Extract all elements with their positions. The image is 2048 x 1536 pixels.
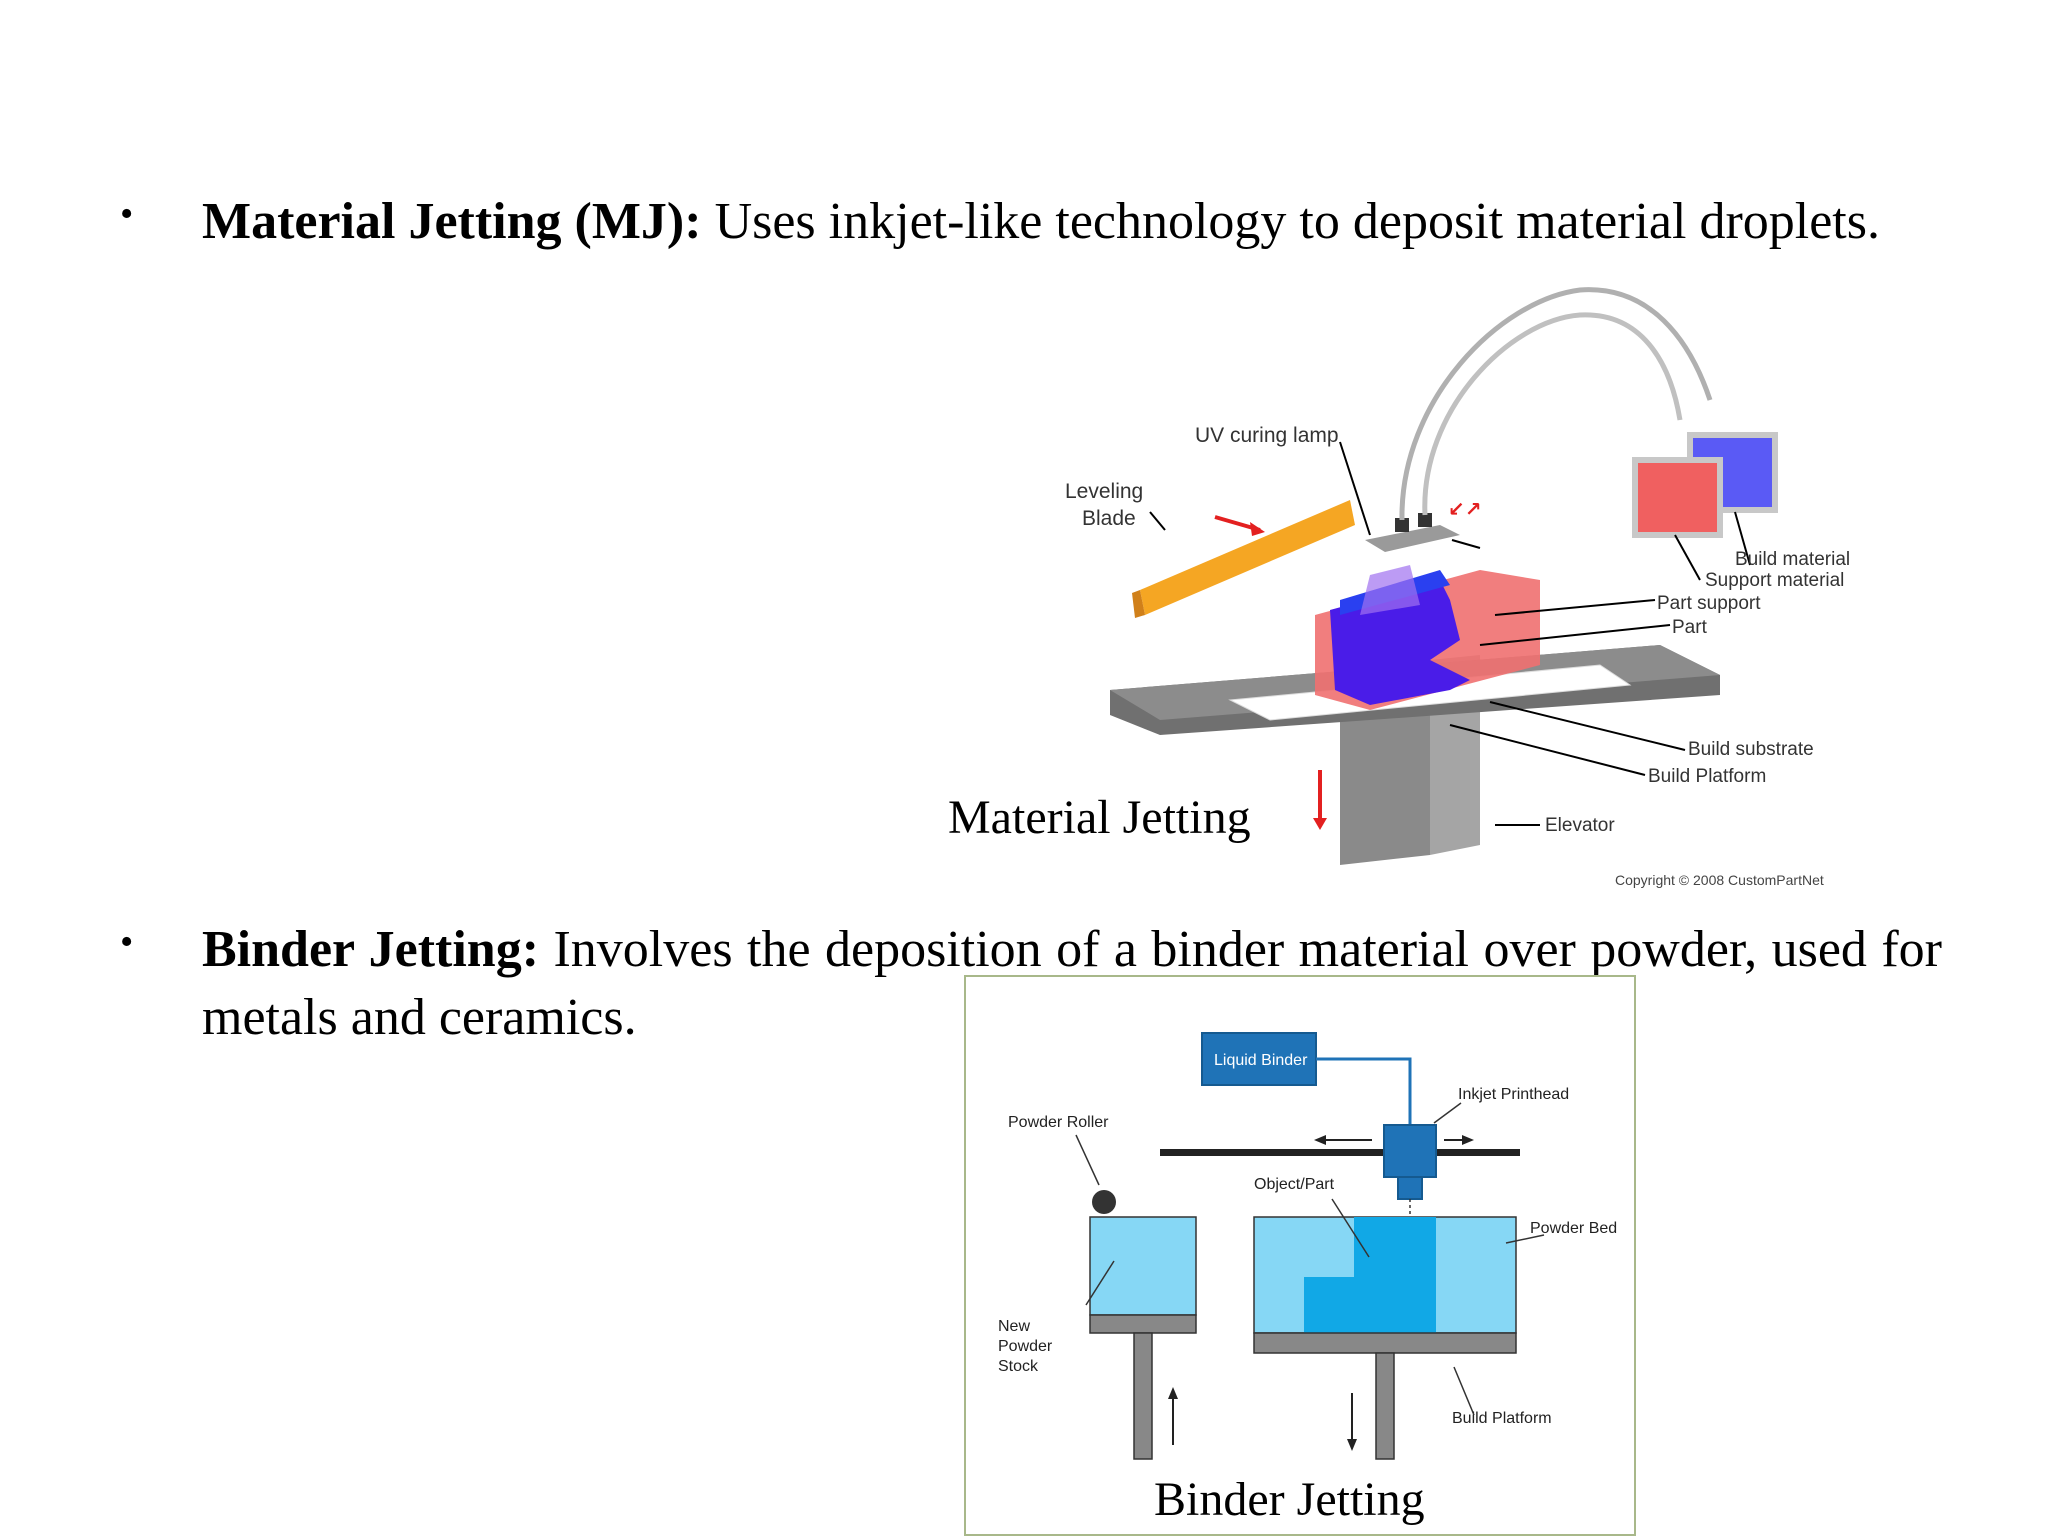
label-support-material: Support material: [1705, 570, 1844, 591]
label-stock: Stock: [998, 1358, 1039, 1375]
material-jetting-diagram: ↙↗ UV curing lamp Leveling Blade Build m…: [1065, 287, 1850, 888]
caption-binder-jetting: Binder Jetting: [1154, 1473, 1425, 1526]
bullet-text: Involves the deposition of a binder mate…: [202, 921, 1942, 1046]
label-build-platform: Build Platform: [1452, 1410, 1552, 1427]
bullet-marker: •: [120, 193, 134, 235]
bullet-term: Binder Jetting:: [202, 921, 540, 978]
label-part-support: Part support: [1657, 593, 1761, 614]
caption-material-jetting: Material Jetting: [948, 791, 1251, 844]
label-object-part: Object/Part: [1254, 1176, 1335, 1193]
label-powder: Powder: [998, 1338, 1053, 1355]
label-part: Part: [1672, 617, 1708, 638]
label-inkjet-printhead: Inkjet Printhead: [1458, 1086, 1569, 1103]
bullet-marker: •: [120, 921, 134, 963]
label-build-material: Build material: [1735, 549, 1850, 570]
bullet-text: Uses inkjet-like technology to deposit m…: [701, 193, 1880, 250]
label-build-substrate: Build substrate: [1688, 739, 1814, 760]
label-powder-roller: Powder Roller: [1008, 1114, 1109, 1131]
label-liquid-binder: Liquid Binder: [1214, 1052, 1308, 1069]
copyright-text: Copyright © 2008 CustomPartNet: [1615, 872, 1824, 888]
label-leveling: Leveling: [1065, 480, 1143, 503]
bullet-binder-jetting: Binder Jetting: Involves the deposition …: [202, 916, 1942, 1052]
bullet-term: Material Jetting (MJ):: [202, 193, 702, 250]
label-elevator: Elevator: [1545, 815, 1615, 836]
label-build-platform: Build Platform: [1648, 766, 1766, 787]
label-uv-curing-lamp: UV curing lamp: [1195, 424, 1339, 447]
bullet-material-jetting: Material Jetting (MJ): Uses inkjet-like …: [202, 188, 1942, 256]
svg-text:↙↗: ↙↗: [1448, 499, 1482, 521]
label-powder-bed: Powder Bed: [1530, 1220, 1617, 1237]
label-blade: Blade: [1082, 507, 1136, 530]
binder-jetting-diagram: Liquid Binder Inkjet Printhead Powder Ro…: [964, 975, 1636, 1536]
label-new: New: [998, 1318, 1030, 1335]
